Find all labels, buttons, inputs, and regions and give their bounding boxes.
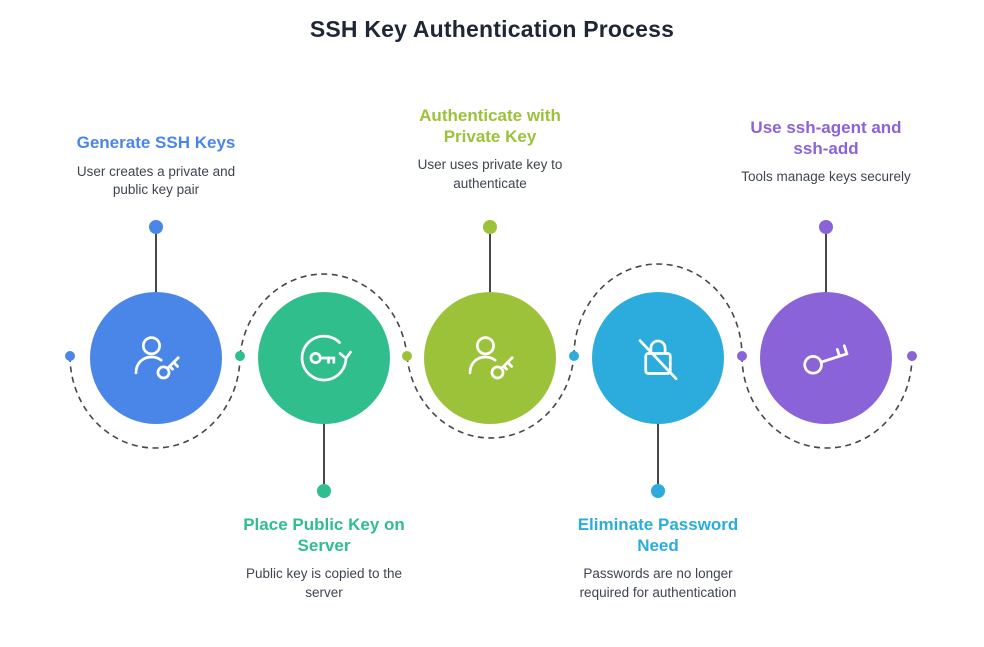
label-dot <box>651 484 665 498</box>
step-label-generate-ssh-keys: Generate SSH Keys User creates a private… <box>36 133 276 199</box>
page-title: SSH Key Authentication Process <box>309 16 675 42</box>
connector-dot <box>65 351 75 361</box>
step-circle-ssh-agent <box>760 292 892 424</box>
step-heading: Use ssh-agent and ssh-add <box>750 118 902 158</box>
step-label-authenticate-private-key: Authenticate with Private Key User uses … <box>370 106 610 193</box>
label-dot <box>149 220 163 234</box>
step-description: Tools manage keys securely <box>741 169 911 185</box>
label-dot <box>317 484 331 498</box>
connector-dot <box>907 351 917 361</box>
connector-dot <box>569 351 579 361</box>
step-description: Public key is copied to the server <box>245 566 403 600</box>
stem-lines <box>155 234 827 484</box>
dashed-arc <box>573 263 743 357</box>
label-dot <box>483 220 497 234</box>
connector-dot <box>402 351 412 361</box>
connector-dot <box>737 351 747 361</box>
step-label-ssh-agent: Use ssh-agent and ssh-add Tools manage k… <box>706 118 946 187</box>
connector-dot <box>235 351 245 361</box>
step-label-place-public-key: Place Public Key on Server Public key is… <box>204 515 444 602</box>
dashed-arc <box>69 355 241 449</box>
step-heading: Place Public Key on Server <box>243 515 405 555</box>
step-circle-eliminate-password <box>592 292 724 424</box>
step-heading: Generate SSH Keys <box>76 133 236 152</box>
dashed-arc <box>406 355 575 439</box>
key-rotate-icon <box>300 334 352 382</box>
step-heading: Eliminate Password Need <box>577 515 739 555</box>
step-circle-place-public-key <box>258 292 390 424</box>
step-description: User creates a private and public key pa… <box>76 163 236 197</box>
dashed-serpentine-path <box>69 263 913 449</box>
no-password-lock-icon <box>638 339 678 381</box>
step-heading: Authenticate with Private Key <box>419 106 561 146</box>
label-dots <box>149 220 833 498</box>
label-dot <box>819 220 833 234</box>
step-description: User uses private key to authenticate <box>417 157 563 191</box>
user-key-icon <box>468 336 514 380</box>
step-circle-generate-ssh-keys <box>90 292 222 424</box>
dashed-arc <box>239 273 408 357</box>
step-label-eliminate-password: Eliminate Password Need Passwords are no… <box>538 515 778 602</box>
dashed-arc <box>741 355 913 449</box>
step-circle-authenticate-private-key <box>424 292 556 424</box>
user-key-icon <box>134 336 180 380</box>
step-description: Passwords are no longer required for aut… <box>579 566 737 600</box>
key-icon <box>803 344 849 375</box>
connector-dots <box>65 351 917 361</box>
